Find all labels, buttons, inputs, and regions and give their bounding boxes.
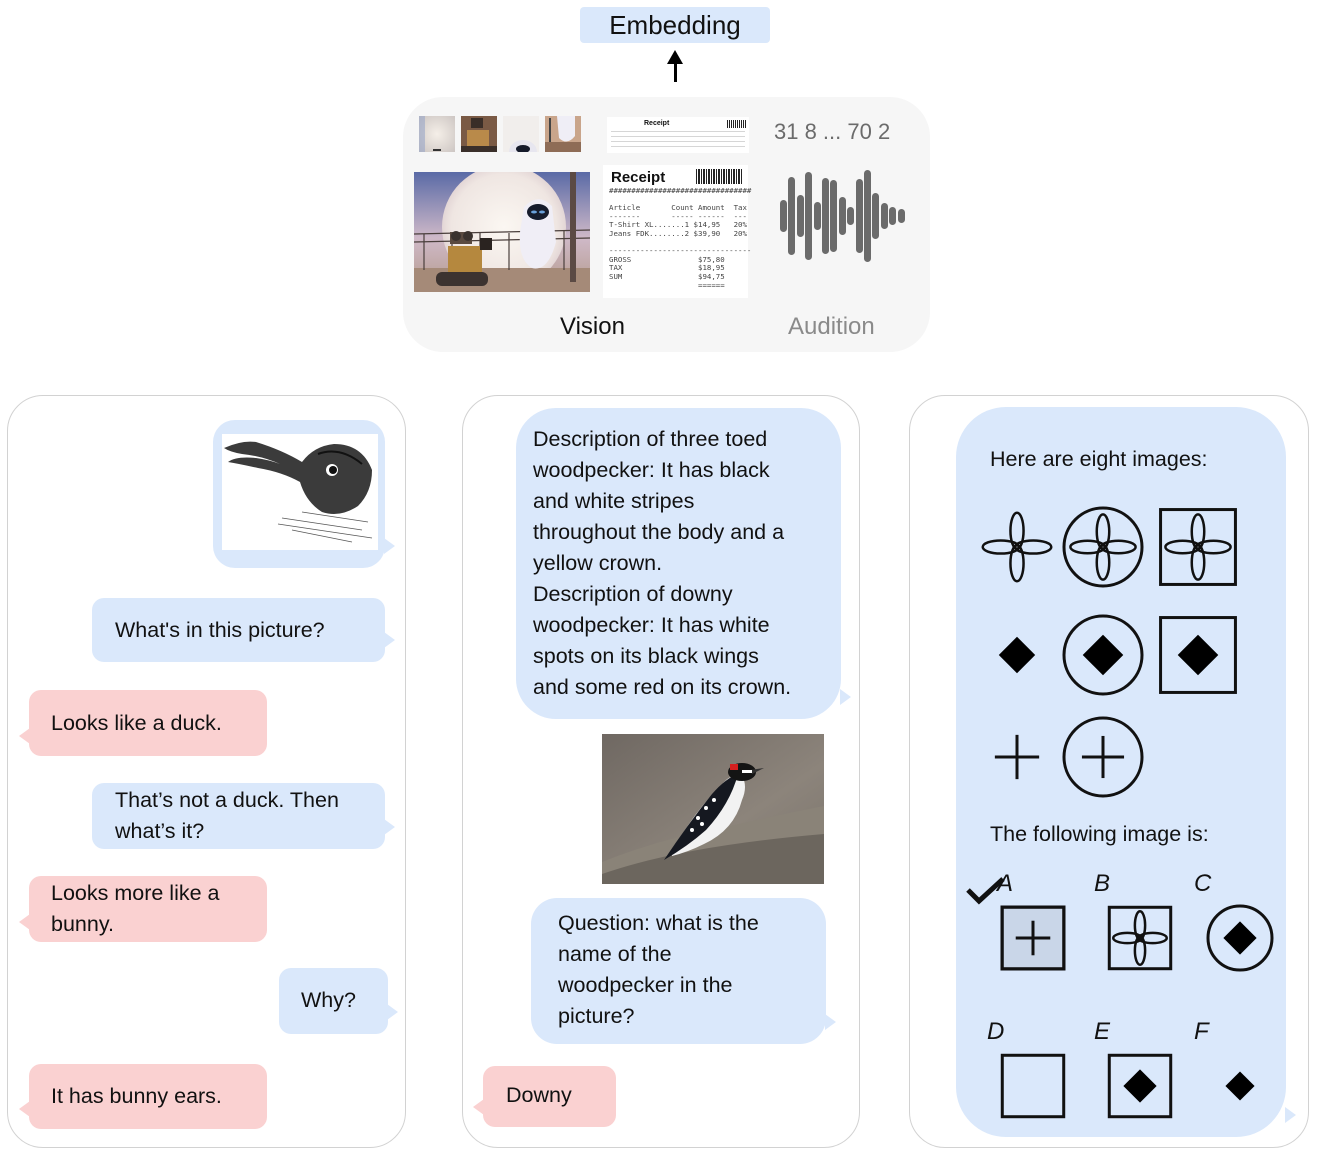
checkmark-icon xyxy=(966,877,1005,905)
walle-eve-image xyxy=(414,172,590,292)
question-line: picture? xyxy=(558,1004,635,1028)
diamond-circle-shape xyxy=(1062,614,1144,696)
waveform-bar xyxy=(864,170,871,262)
message-text: That’s not a duck. Then what’s it? xyxy=(115,788,339,843)
waveform-bar xyxy=(855,179,863,253)
arrow-shaft xyxy=(674,62,677,82)
square-shape xyxy=(1000,1053,1066,1119)
diamond-circle-shape xyxy=(1206,904,1274,972)
option-e[interactable] xyxy=(1104,1050,1176,1122)
embedding-box: Embedding xyxy=(580,7,770,43)
question-line: woodpecker in the xyxy=(558,973,733,997)
assistant-message: Looks more like a bunny. xyxy=(19,876,267,942)
woodpecker-image xyxy=(602,734,824,884)
context-line: woodpecker: It has white xyxy=(533,613,770,637)
message-text: Looks more like a bunny. xyxy=(51,881,220,936)
waveform-bar xyxy=(838,196,846,236)
user-context-message: Description of three toed woodpecker: It … xyxy=(516,408,851,719)
receipt-strip-title: Receipt xyxy=(644,120,670,127)
audition-label: Audition xyxy=(788,313,875,340)
option-d-label: D xyxy=(987,1018,1005,1045)
option-a-label: A xyxy=(997,870,1014,897)
user-image-bubble xyxy=(213,420,395,568)
vision-thumbnail-4 xyxy=(545,116,581,152)
barcode-icon xyxy=(727,120,747,128)
receipt-body: ################################ Article… xyxy=(609,186,752,290)
user-message: What's in this picture? xyxy=(92,598,395,662)
cross-circle-shape xyxy=(1062,716,1144,798)
context-line: and some red on its crown. xyxy=(533,675,792,699)
cross-shape xyxy=(994,734,1040,780)
diamond-shape xyxy=(1225,1071,1255,1101)
option-e-label: E xyxy=(1094,1018,1111,1045)
waveform-bar xyxy=(880,203,888,229)
arrow-up-icon xyxy=(667,50,683,64)
barcode-icon xyxy=(696,169,742,184)
context-line: and white stripes xyxy=(533,489,695,513)
cross-square-shape xyxy=(1000,905,1066,971)
flower-square-shape xyxy=(1107,905,1173,971)
waveform-icon xyxy=(780,170,906,262)
puzzle-grid xyxy=(981,506,1237,798)
waveform-bar xyxy=(897,209,905,223)
context-line: spots on its black wings xyxy=(533,644,759,668)
user-message: That’s not a duck. Then what’s it? xyxy=(92,783,395,849)
message-text: Looks like a duck. xyxy=(51,711,222,735)
puzzle-prompt: The following image is: xyxy=(990,822,1209,846)
option-f-label: F xyxy=(1194,1018,1209,1045)
message-text: What's in this picture? xyxy=(115,618,325,642)
receipt-image: Receipt ################################… xyxy=(603,165,752,298)
assistant-message: It has bunny ears. xyxy=(19,1064,267,1129)
waveform-bar xyxy=(889,206,897,226)
diamond-square-shape xyxy=(1107,1053,1173,1119)
context-line: yellow crown. xyxy=(533,551,663,575)
embedding-label: Embedding xyxy=(609,9,741,40)
answer-options: A B C D E F xyxy=(960,860,1290,1120)
waveform-bar xyxy=(872,193,880,239)
user-message: Why? xyxy=(279,968,398,1034)
context-line: Description of three toed xyxy=(533,427,768,451)
vision-label: Vision xyxy=(560,313,625,340)
message-text: Downy xyxy=(506,1083,572,1107)
waveform-bar xyxy=(830,180,838,252)
option-c[interactable] xyxy=(1204,902,1276,974)
option-b[interactable] xyxy=(1104,902,1176,974)
puzzle-intro: Here are eight images: xyxy=(990,447,1208,471)
flower-shape xyxy=(981,511,1053,583)
vision-thumbnail-3 xyxy=(503,116,539,152)
option-d[interactable] xyxy=(997,1050,1069,1122)
assistant-message: Looks like a duck. xyxy=(19,690,267,756)
assistant-message: Downy xyxy=(473,1066,616,1127)
question-line: name of the xyxy=(558,942,672,966)
flower-square-shape xyxy=(1159,508,1237,586)
option-b-label: B xyxy=(1094,870,1111,897)
audio-tokens: 31 8 ... 70 2 xyxy=(774,119,891,144)
waveform-bar xyxy=(847,206,855,226)
receipt-thumbnail-strip: Receipt xyxy=(607,117,749,153)
waveform-bar xyxy=(822,178,829,254)
duck-rabbit-image xyxy=(222,434,378,550)
diamond-square-shape xyxy=(1159,616,1237,694)
context-line: Description of downy xyxy=(533,582,733,606)
message-text: Why? xyxy=(301,988,356,1012)
diamond-shape xyxy=(998,636,1036,674)
receipt-title: Receipt xyxy=(611,169,666,186)
waveform-bar xyxy=(788,176,796,256)
option-c-label: C xyxy=(1194,870,1212,897)
context-line: woodpecker: It has black xyxy=(533,458,770,482)
user-question-message: Question: what is the name of the woodpeck… xyxy=(531,898,836,1044)
receipt-strip-lines xyxy=(611,131,745,149)
waveform-bar xyxy=(780,199,787,233)
message-text: It has bunny ears. xyxy=(51,1084,222,1108)
waveform-bar xyxy=(805,172,813,260)
question-line: Question: what is the xyxy=(558,911,759,935)
flower-circle-shape xyxy=(1062,506,1144,588)
option-f[interactable] xyxy=(1204,1050,1276,1122)
waveform-bar xyxy=(813,202,821,230)
vision-thumbnail-1 xyxy=(419,116,455,152)
vision-thumbnail-2 xyxy=(461,116,497,152)
waveform-bar xyxy=(796,195,804,237)
context-line: throughout the body and a xyxy=(533,520,785,544)
option-a[interactable] xyxy=(997,902,1069,974)
